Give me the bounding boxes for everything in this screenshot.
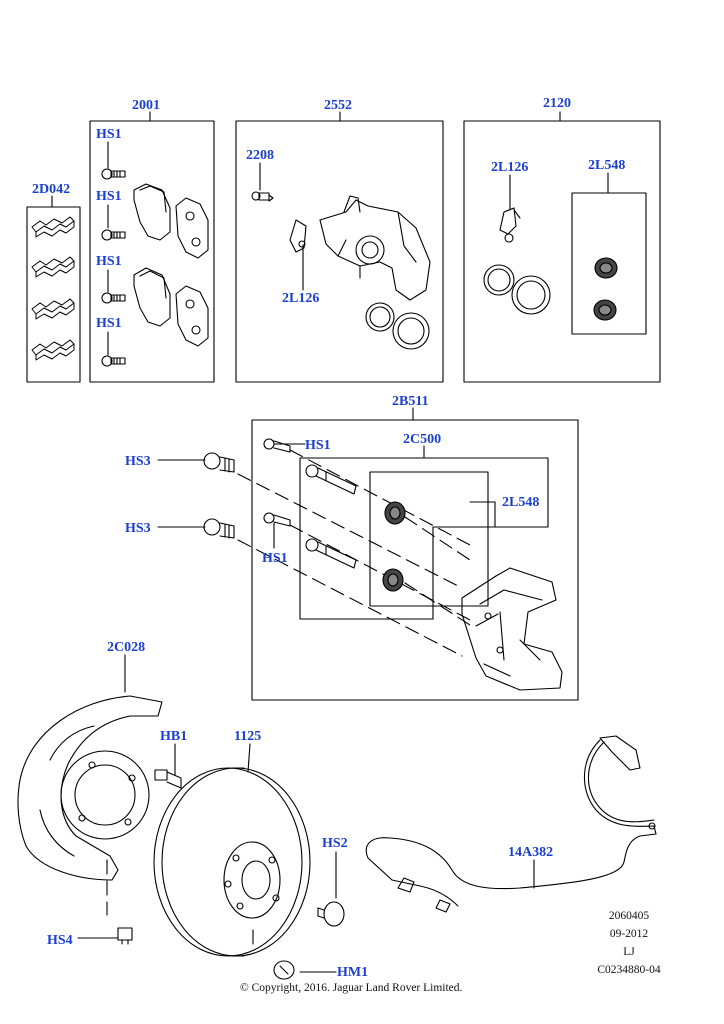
box-2l548-top [571,192,647,335]
boot-top-1 [594,257,618,279]
carrier-assembly [203,438,563,691]
callout-hb1[interactable]: HB1 [160,729,188,744]
drawing-date: 09-2012 [609,928,649,940]
caliper-assembly [251,191,431,350]
leader-lines [51,111,609,973]
callout-hs4[interactable]: HS4 [47,933,73,948]
seal-kit [483,207,618,321]
callout-2001[interactable]: 2001 [132,98,160,113]
drawing-initials: LJ [623,946,635,958]
callout-2c028[interactable]: 2C028 [107,640,146,655]
box-2120 [463,120,661,383]
boot-mid-2 [382,568,404,592]
callout-hs2[interactable]: HS2 [322,836,348,851]
callout-2l126-caliper[interactable]: 2L126 [282,291,320,306]
callout-14a382[interactable]: 14A382 [508,845,554,860]
callout-2120[interactable]: 2120 [543,96,571,111]
callout-2d042[interactable]: 2D042 [32,182,71,197]
box-2c500 [299,457,549,620]
callout-2l548-mid[interactable]: 2L548 [502,495,540,510]
callout-2c500[interactable]: 2C500 [403,432,442,447]
box-2d042 [26,206,81,383]
assembly-dashed-lines [106,449,471,951]
abs-sensor-harness [365,735,657,913]
callout-hs1-pad-4[interactable]: HS1 [96,316,122,331]
callout-hs1-pad-1[interactable]: HS1 [96,127,122,142]
small-fasteners [117,901,345,980]
callout-2l548-top[interactable]: 2L548 [588,158,626,173]
pad-kit [101,168,209,367]
callout-1125[interactable]: 1125 [234,729,262,744]
brake-disc [153,767,311,957]
callout-2552[interactable]: 2552 [324,98,352,113]
callout-hm1[interactable]: HM1 [337,965,369,980]
box-2l548-mid [369,471,489,607]
box-2b511 [251,419,579,701]
callout-hs1-pad-3[interactable]: HS1 [96,254,122,269]
callout-hs3-2[interactable]: HS3 [125,521,151,536]
drawing-code: 2060405 [608,910,650,922]
callout-2208[interactable]: 2208 [246,148,274,163]
dust-shield [17,695,182,881]
boot-top-2 [593,299,617,321]
drawing-reference: C0234880-04 [597,964,661,976]
callout-hs1-pad-2[interactable]: HS1 [96,189,122,204]
copyright-notice: © Copyright, 2016. Jaguar Land Rover Lim… [240,982,463,994]
box-2001 [89,120,215,383]
group-boxes [26,120,661,701]
callout-hs1-carrier-2[interactable]: HS1 [262,551,288,566]
callout-hs3-1[interactable]: HS3 [125,454,151,469]
callout-2b511[interactable]: 2B511 [392,394,429,409]
boot-mid-1 [384,501,406,525]
callout-2l126-seal[interactable]: 2L126 [491,160,529,175]
anti-rattle-clips [31,216,75,361]
callout-hs1-carrier-1[interactable]: HS1 [305,438,331,453]
